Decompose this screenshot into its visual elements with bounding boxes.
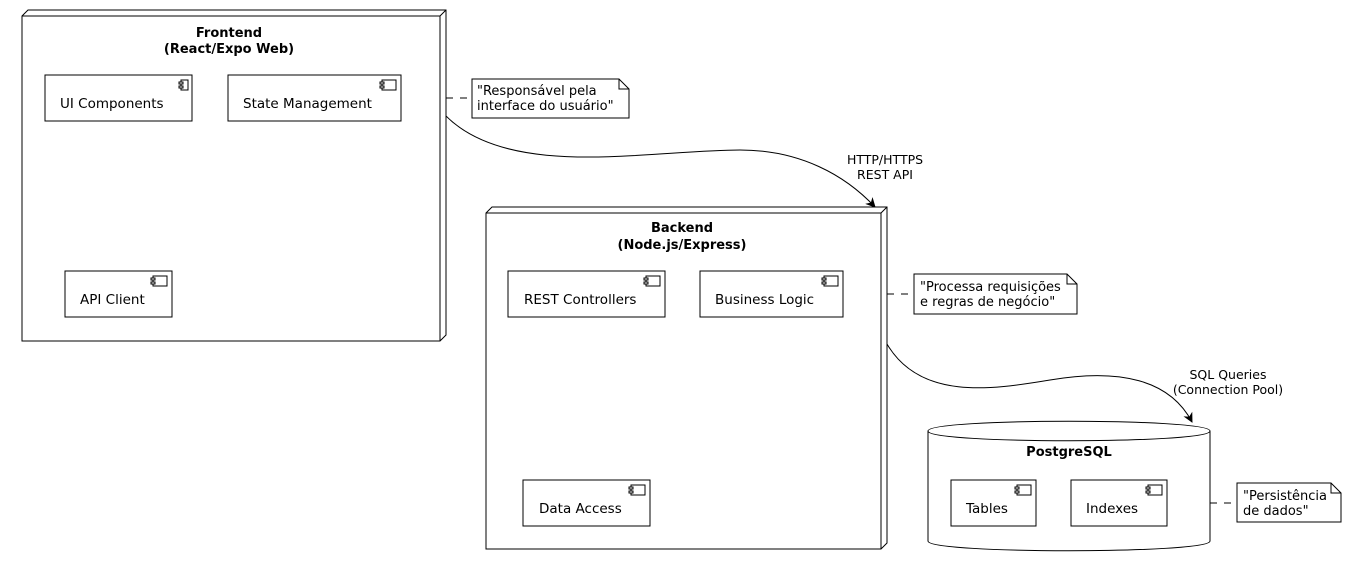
component-label: UI Components <box>60 96 164 112</box>
frontend-note-line2: interface do usuário" <box>477 99 614 114</box>
database-title: PostgreSQL <box>1026 445 1112 460</box>
frontend-node[interactable]: Frontend (React/Expo Web) UI Components … <box>21 9 447 342</box>
component-icon <box>379 79 397 91</box>
backend-subtitle: (Node.js/Express) <box>618 238 747 253</box>
database-note[interactable]: "Persistência de dados" <box>1236 482 1342 523</box>
component-api-client[interactable]: API Client <box>64 270 173 318</box>
component-label: API Client <box>80 292 145 308</box>
component-icon <box>643 275 661 287</box>
component-business-logic[interactable]: Business Logic <box>699 270 844 318</box>
component-label: Tables <box>965 501 1008 517</box>
backend-note-line1: "Processa requisições <box>920 280 1061 295</box>
component-icon <box>178 79 189 91</box>
backend-title: Backend <box>651 221 713 236</box>
edge-label-connection-pool: (Connection Pool) <box>1173 382 1283 397</box>
component-state-management[interactable]: State Management <box>227 74 402 122</box>
component-icon <box>150 275 168 287</box>
component-icon <box>1014 484 1032 496</box>
component-tables[interactable]: Tables <box>950 479 1037 527</box>
component-label: REST Controllers <box>524 292 636 308</box>
component-icon <box>821 275 839 287</box>
component-rest-controllers[interactable]: REST Controllers <box>507 270 666 318</box>
component-ui-components[interactable]: UI Components <box>44 74 193 122</box>
frontend-title: Frontend <box>196 26 262 41</box>
database-note-line2: de dados" <box>1243 504 1309 519</box>
component-label: State Management <box>243 96 372 112</box>
database-node[interactable]: PostgreSQL Tables Indexes <box>927 420 1211 552</box>
component-indexes[interactable]: Indexes <box>1070 479 1168 527</box>
frontend-note-line1: "Responsável pela <box>477 84 597 99</box>
component-data-access[interactable]: Data Access <box>522 479 651 527</box>
frontend-subtitle: (React/Expo Web) <box>164 42 294 57</box>
backend-note-line2: e regras de negócio" <box>920 295 1055 310</box>
component-icon <box>1145 484 1163 496</box>
edge-label-rest-api: REST API <box>857 167 913 182</box>
edge-label-http: HTTP/HTTPS <box>847 152 923 167</box>
frontend-note[interactable]: "Responsável pela interface do usuário" <box>471 78 630 119</box>
component-icon <box>628 484 646 496</box>
backend-note[interactable]: "Processa requisições e regras de negóci… <box>913 273 1078 315</box>
component-label: Data Access <box>539 501 622 517</box>
component-label: Business Logic <box>715 292 814 308</box>
edge-backend-to-database <box>886 343 1193 423</box>
edge-frontend-to-backend <box>445 115 876 208</box>
edge-label-sql-queries: SQL Queries <box>1190 367 1267 382</box>
backend-node[interactable]: Backend (Node.js/Express) REST Controlle… <box>485 206 888 550</box>
component-label: Indexes <box>1086 501 1138 517</box>
database-note-line1: "Persistência <box>1243 489 1327 504</box>
